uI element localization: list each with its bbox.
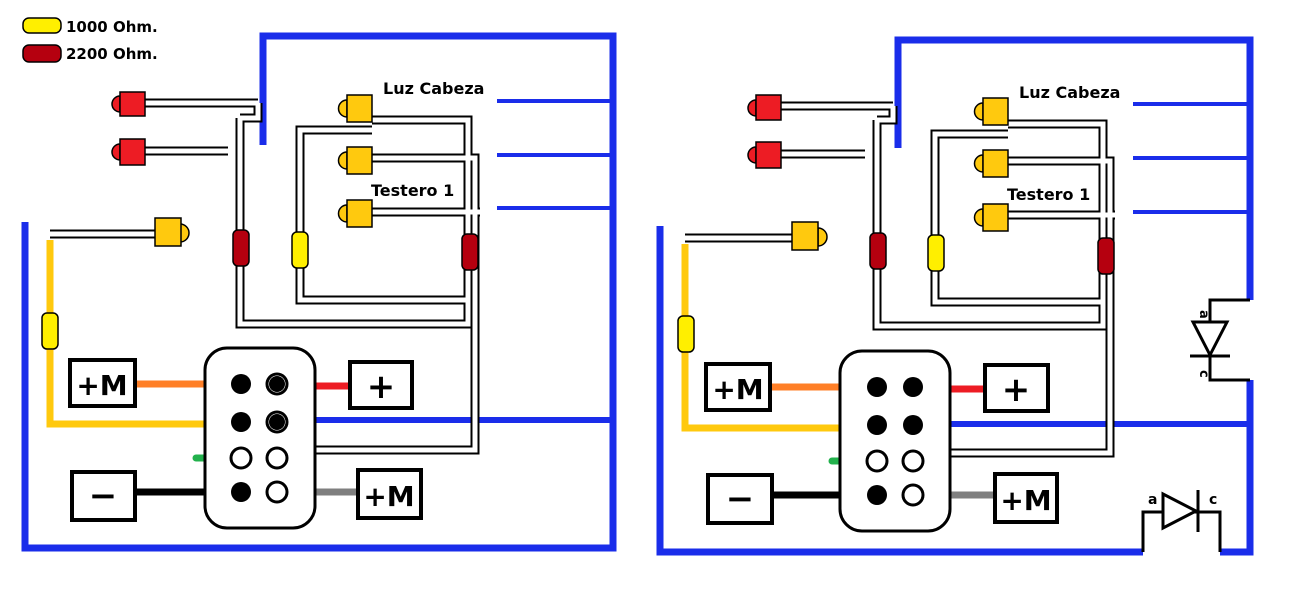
diode-anode-label: a bbox=[1148, 492, 1157, 508]
plus-m-top-label: +M bbox=[712, 373, 763, 406]
led-red bbox=[747, 94, 782, 121]
plus-label: + bbox=[1002, 370, 1031, 410]
resistor-2200 bbox=[232, 229, 250, 267]
led-red bbox=[747, 141, 782, 169]
minus-label: − bbox=[726, 479, 755, 519]
led-yellow bbox=[973, 97, 1009, 126]
led-yellow bbox=[337, 146, 373, 175]
label-luz-cabeza: Luz Cabeza bbox=[1019, 83, 1120, 102]
led-yellow bbox=[791, 221, 828, 251]
diode-vertical: a c bbox=[1190, 298, 1250, 382]
resistor-2200 bbox=[869, 232, 887, 270]
resistor-1000 bbox=[41, 312, 59, 350]
label-testero: Testero 1 bbox=[1007, 185, 1090, 204]
led-yellow bbox=[337, 94, 373, 123]
led-yellow bbox=[337, 199, 373, 228]
led-red bbox=[111, 138, 146, 166]
resistor-1000 bbox=[677, 315, 695, 353]
legend-label-1000: 1000 Ohm. bbox=[66, 18, 158, 36]
yellow-wire bbox=[681, 244, 876, 432]
diode-cathode-label: c bbox=[1209, 492, 1217, 508]
resistor-1000 bbox=[291, 231, 309, 269]
plus-box bbox=[983, 363, 1050, 413]
connector-body bbox=[838, 349, 952, 533]
plus-m-bottom-box bbox=[993, 472, 1059, 524]
diode-horizontal: a c bbox=[1141, 490, 1222, 552]
diode-cathode-label: c bbox=[1196, 370, 1211, 378]
resistor-1000 bbox=[927, 234, 945, 272]
blue-ground-wire bbox=[656, 226, 1143, 556]
minus-label: − bbox=[89, 476, 118, 516]
resistor-2200 bbox=[461, 233, 479, 271]
plus-m-top-box bbox=[68, 358, 137, 408]
plus-m-bottom-box bbox=[356, 468, 423, 520]
plus-label: + bbox=[367, 367, 396, 407]
plus-m-bottom-label: +M bbox=[363, 480, 414, 513]
blue-ground-wire bbox=[21, 32, 617, 552]
led-yellow bbox=[973, 149, 1009, 178]
blue-ground-wire bbox=[1220, 380, 1254, 556]
diode-anode-label: a bbox=[1196, 310, 1211, 319]
connector-body bbox=[203, 346, 317, 530]
right-diagram: +M + − +M bbox=[656, 36, 1254, 556]
led-red bbox=[111, 91, 146, 117]
connector-pins bbox=[865, 377, 925, 507]
blue-ground-wire bbox=[894, 36, 1254, 300]
legend-swatch-1000 bbox=[22, 17, 62, 34]
led-yellow bbox=[973, 203, 1009, 232]
left-diagram: +M + − +M bbox=[21, 32, 617, 552]
yellow-wire bbox=[46, 240, 240, 428]
plus-m-top-label: +M bbox=[76, 369, 127, 402]
legend: 1000 Ohm. 2200 Ohm. bbox=[22, 17, 158, 63]
resistor-2200 bbox=[1097, 237, 1115, 275]
legend-swatch-2200 bbox=[22, 44, 62, 63]
label-testero: Testero 1 bbox=[371, 181, 454, 200]
minus-box bbox=[70, 470, 137, 522]
plus-m-bottom-label: +M bbox=[1000, 484, 1051, 517]
plus-box bbox=[348, 360, 414, 410]
led-yellow bbox=[154, 217, 190, 247]
minus-box bbox=[706, 473, 774, 525]
plus-m-top-box bbox=[704, 362, 772, 412]
label-luz-cabeza: Luz Cabeza bbox=[383, 79, 484, 98]
legend-label-2200: 2200 Ohm. bbox=[66, 45, 158, 63]
